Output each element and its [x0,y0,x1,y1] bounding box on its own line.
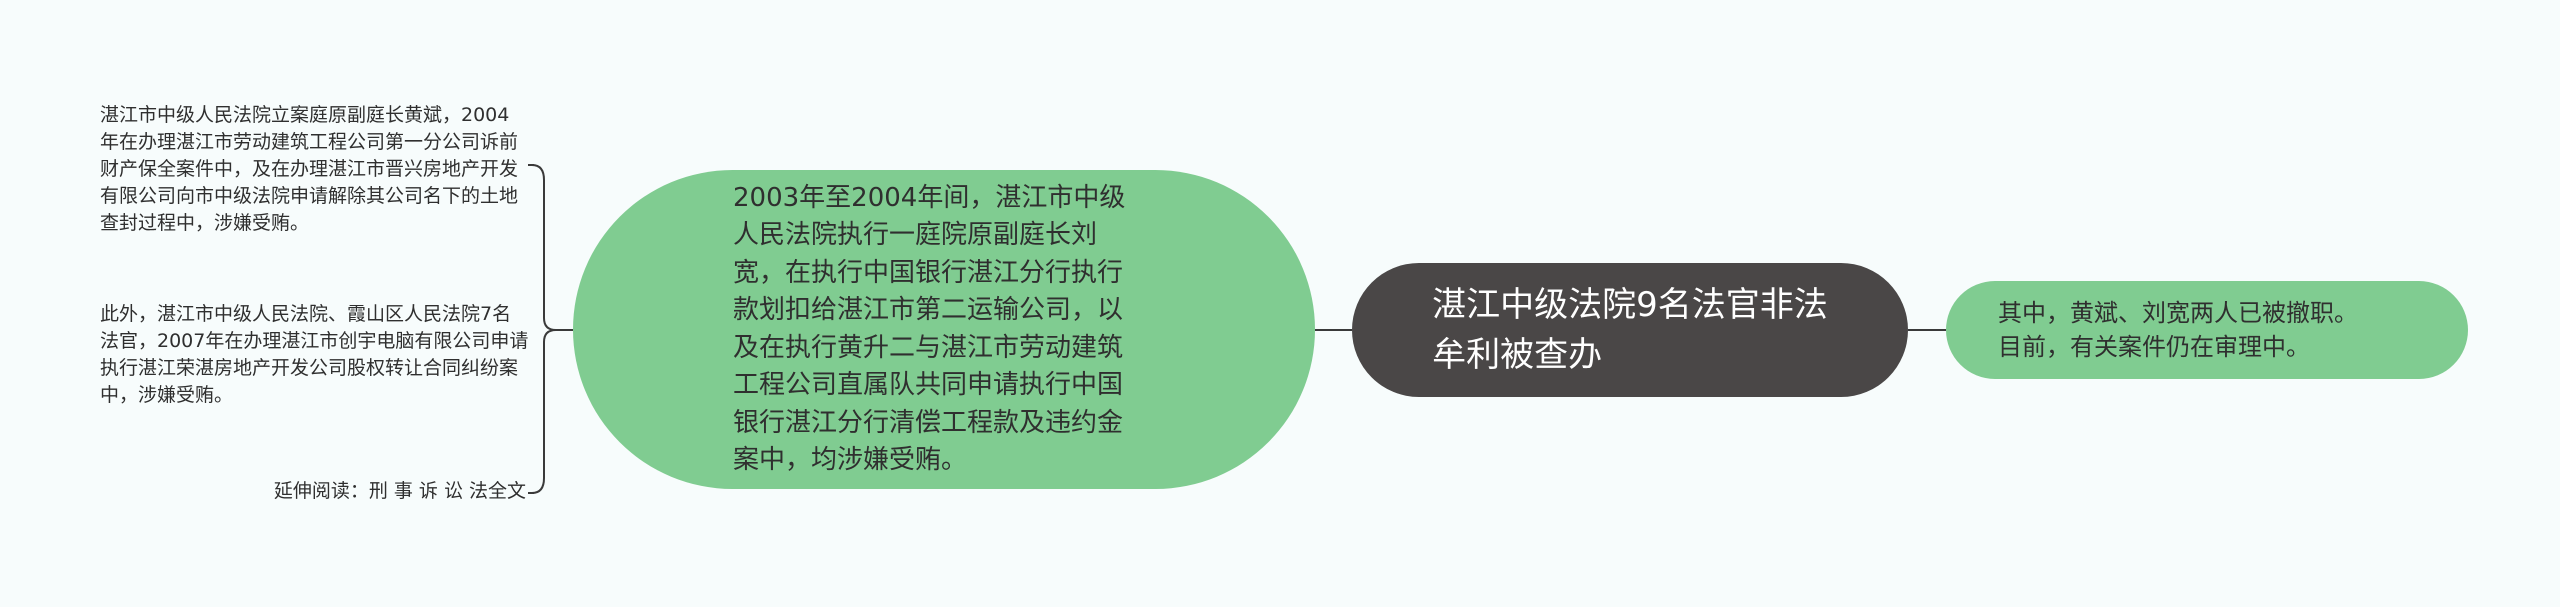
extended-reading-link[interactable]: 延伸阅读：刑 事 诉 讼 法全文 [273,480,526,502]
right-branch-line-1: 其中，黄斌、刘宽两人已被撤职。 [1998,299,2358,327]
leaf-node-seven-judges[interactable]: 此外，湛江市中级人民法院、霞山区人民法院7名法官，2007年在办理湛江市创宇电脑… [100,303,529,406]
leaf-node-huang-bin[interactable]: 湛江市中级人民法院立案庭原副庭长黄斌，2004年在办理湛江市劳动建筑工程公司第一… [100,104,519,234]
root-topic-line-2: 牟利被查办 [1432,335,1603,375]
right-branch-node[interactable]: 其中，黄斌、刘宽两人已被撤职。 目前，有关案件仍在审理中。 [1946,281,2468,379]
root-topic[interactable]: 湛江中级法院9名法官非法 牟利被查办 [1352,263,1908,397]
curly-bracket [531,164,557,494]
center-branch-node[interactable]: 2003年至2004年间，湛江市中级人民法院执行一庭院原副庭长刘宽，在执行中国银… [573,170,1315,489]
root-topic-line-1: 湛江中级法院9名法官非法 [1432,285,1828,325]
right-branch-line-2: 目前，有关案件仍在审理中。 [1998,333,2310,361]
center-branch-text: 2003年至2004年间，湛江市中级人民法院执行一庭院原副庭长刘宽，在执行中国银… [733,182,1126,476]
